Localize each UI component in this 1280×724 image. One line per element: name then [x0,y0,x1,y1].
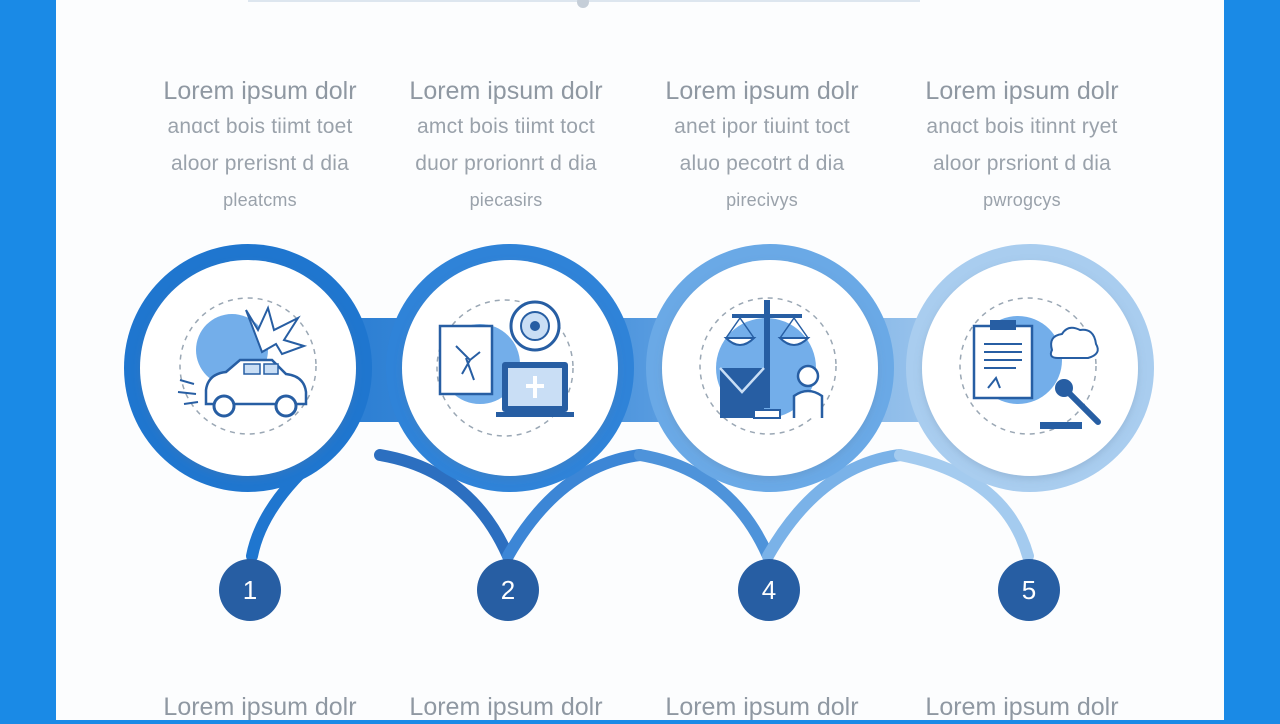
step-3-number-badge: 4 [738,559,800,621]
step-3-text: Lorem ipsum dolr anet ipor tiuint toct a… [642,74,882,218]
connector-line [634,449,774,562]
legal-document-gavel-icon [959,297,1101,435]
step-description-line: aluo pecotrt d dia [679,152,845,175]
step-title: Lorem ipsum dolr [665,77,859,105]
step-description-line: anɑct bois itinnt ryet [926,115,1118,138]
connector-line [502,449,646,562]
step-description-line: duor prorionrt d dia [415,152,597,175]
step-description-line: pirecivys [726,190,798,210]
step-description-line: aloor prerisnt d dia [171,152,349,175]
step-title: Lorem ipsum dolr [163,77,357,105]
step-2-bottom-title: Lorem ipsum dolr [409,693,603,721]
car-accident-icon [177,297,317,435]
cyber-crime-icon [436,299,574,437]
step-2-number-badge: 2 [477,559,539,621]
step-4-number-badge: 5 [998,559,1060,621]
step-description-line: pleatcms [223,190,297,210]
step-1-text: Lorem ipsum dolr anɑct bois tiimt toet a… [140,74,380,218]
step-3-bottom-title: Lorem ipsum dolr [665,693,859,721]
step-2-text: Lorem ipsum dolr amct bois tiimt toct du… [386,74,626,218]
step-description-line: aloor prsriont d dia [933,152,1111,175]
connector-line [374,449,514,562]
step-description-line: pwrogcys [983,190,1061,210]
top-divider-dot [577,0,589,8]
step-description-line: anɑct bois tiimt toet [167,115,353,138]
step-4-bottom-title: Lorem ipsum dolr [925,693,1119,721]
step-1-number-badge: 1 [219,559,281,621]
step-description-line: piecasirs [469,190,543,210]
connector-line [894,449,1034,562]
justice-scales-icon [699,297,837,435]
step-description-line: amct bois tiimt toct [417,115,595,138]
step-title: Lorem ipsum dolr [925,77,1119,105]
step-description-line: anet ipor tiuint toct [674,115,850,138]
step-title: Lorem ipsum dolr [409,77,603,105]
step-4-text: Lorem ipsum dolr anɑct bois itinnt ryet … [902,74,1142,218]
step-1-bottom-title: Lorem ipsum dolr [163,693,357,721]
connector-line [762,449,906,562]
